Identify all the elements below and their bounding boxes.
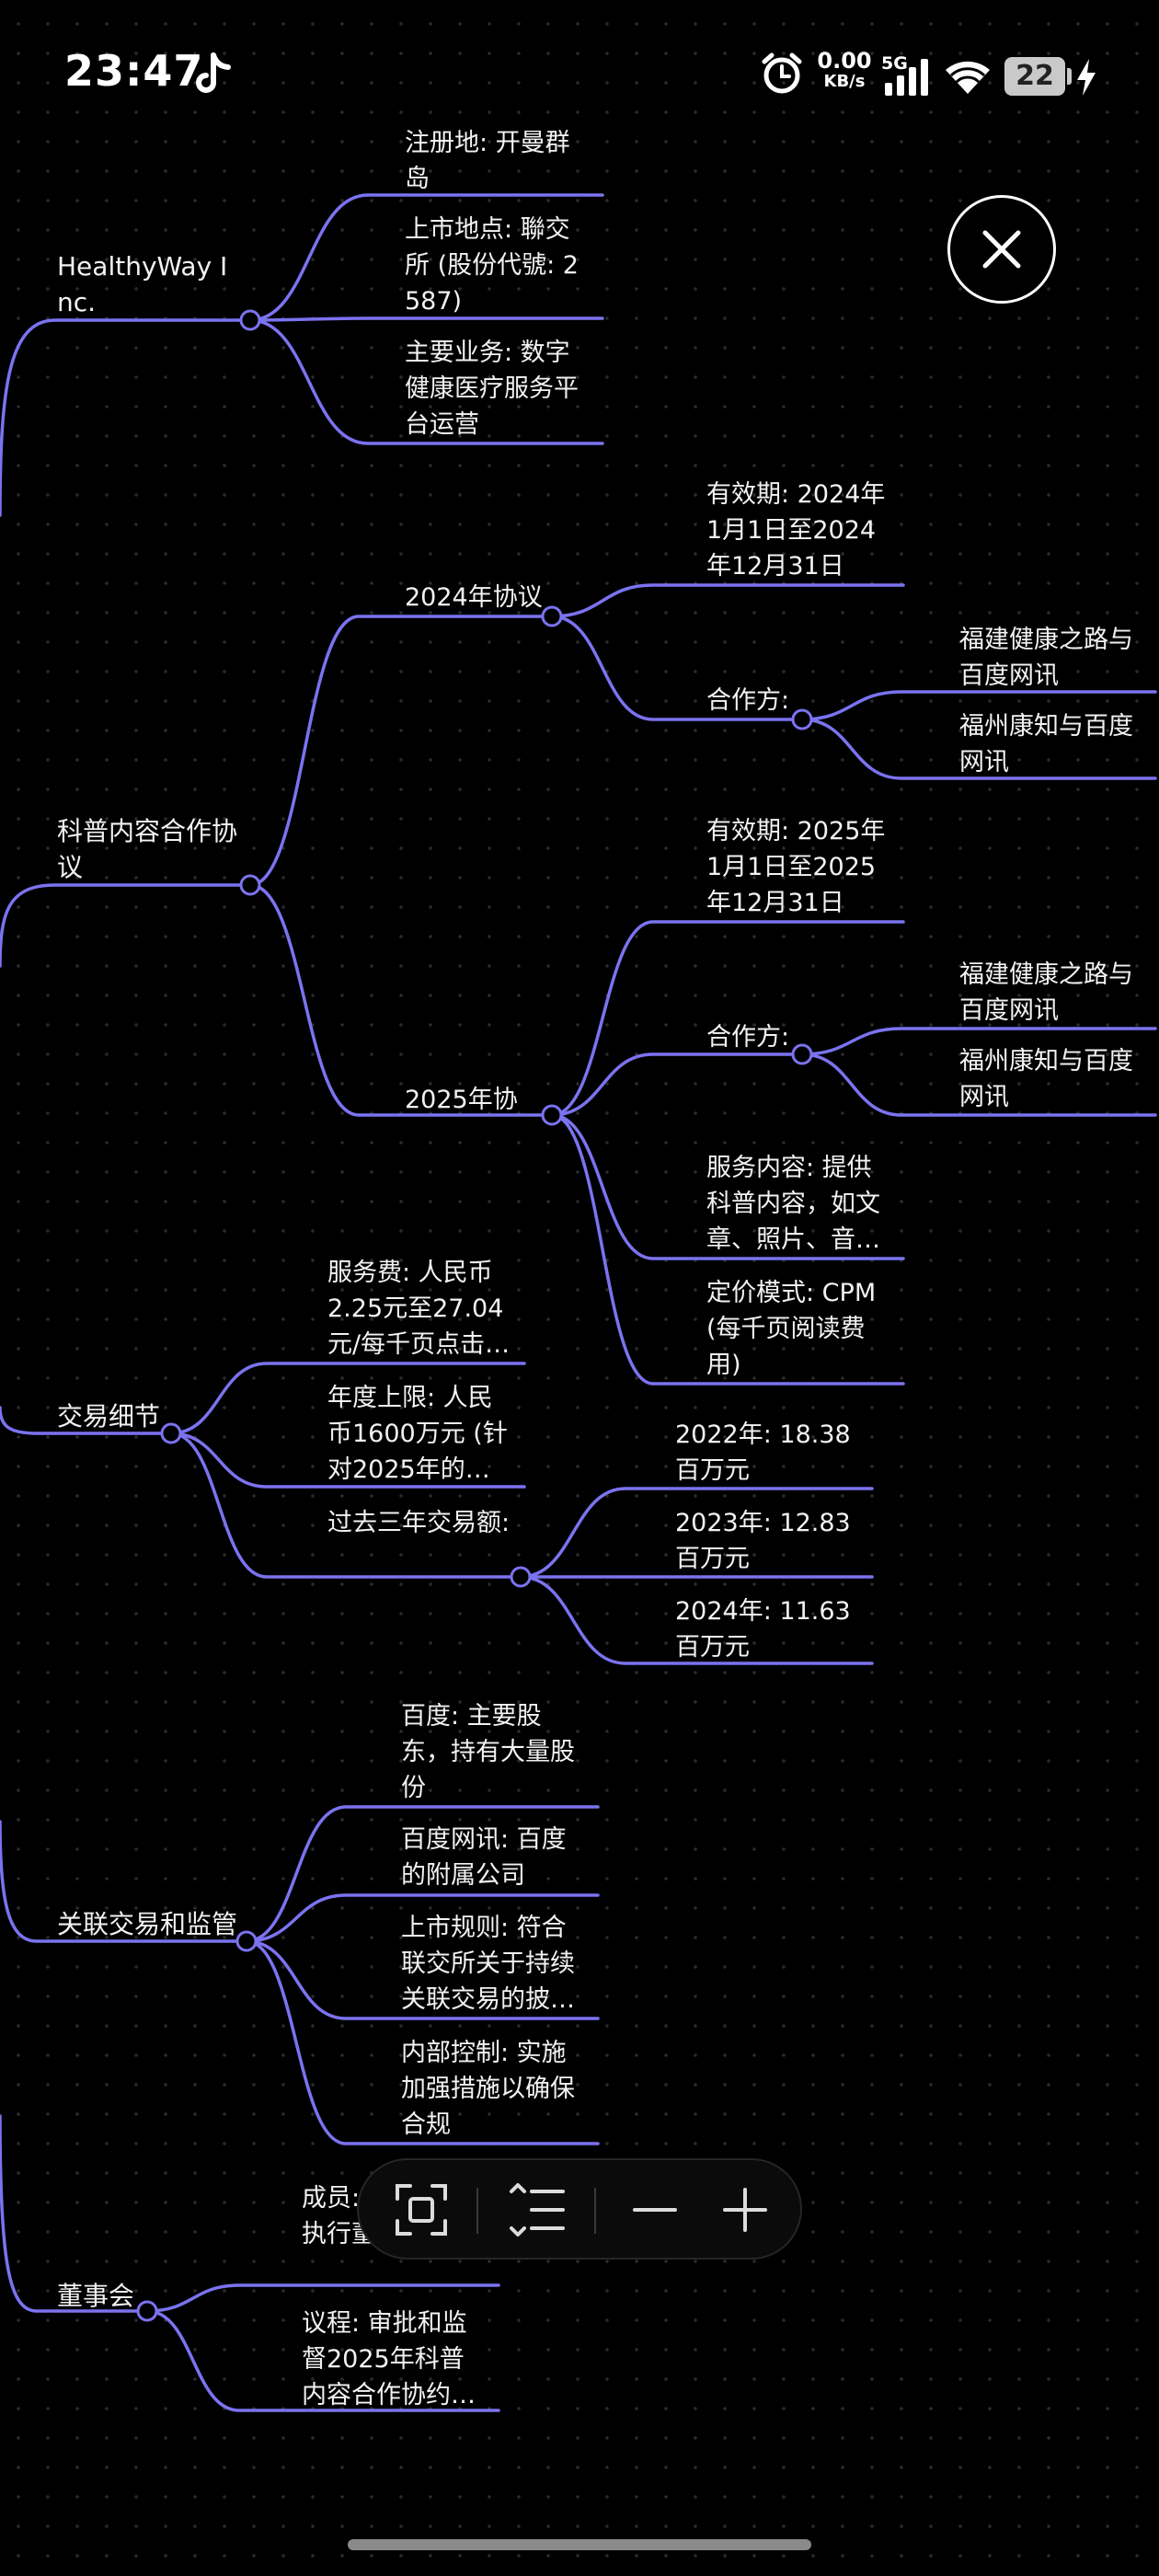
node-main-business[interactable]: 主要业务: 数字健康医疗服务平台运营 <box>405 339 579 439</box>
network-speed-unit: KB/s <box>823 72 866 91</box>
node-healthyway[interactable]: HealthyWay Inc. <box>57 251 228 317</box>
zoom-in-icon[interactable] <box>714 2179 776 2241</box>
mindmap-edge <box>550 1052 804 1117</box>
tiktok-icon <box>196 52 231 93</box>
node-service-fee[interactable]: 服务费: 人民币2.25元至27.04元/每千页点击… <box>327 1259 511 1359</box>
outline-list-icon[interactable] <box>506 2179 568 2241</box>
node-2025-service-content[interactable]: 服务内容: 提供科普内容，如文章、照片、音频… <box>706 1154 880 1254</box>
node-registration-place[interactable]: 注册地: 开曼群岛 <box>405 129 570 193</box>
node-2024-partners[interactable]: 合作方: <box>706 686 790 715</box>
mindmap-edge <box>145 2309 500 2412</box>
close-icon <box>982 230 1021 269</box>
branch-node-dot[interactable] <box>136 2300 158 2322</box>
branch-node-dot[interactable] <box>510 1566 532 1588</box>
toolbar-divider <box>476 2188 478 2234</box>
mindmap-edge <box>248 316 604 322</box>
node-internal-control[interactable]: 内部控制: 实施加强措施以确保合规 <box>401 2039 575 2139</box>
node-year-2022[interactable]: 2022年: 18.38百万元 <box>675 1420 851 1485</box>
home-indicator[interactable] <box>348 2539 811 2550</box>
node-agreement-2025[interactable]: 2025年协 <box>405 1086 518 1114</box>
close-button[interactable] <box>947 195 1056 304</box>
node-listing-place[interactable]: 上市地点: 聯交所 (股份代號: 2587) <box>405 215 579 316</box>
node-2025-partner-fuzhou[interactable]: 福州康知与百度网讯 <box>959 1047 1133 1111</box>
branch-node-dot[interactable] <box>791 1043 813 1065</box>
node-kepu-agreement[interactable]: 科普内容合作协议 <box>57 816 238 882</box>
mindmap-edge <box>248 318 604 445</box>
mindmap-edge <box>248 615 554 887</box>
mindmap-edge <box>550 583 905 618</box>
mindmap-edge <box>550 920 905 1117</box>
cellular-signal-icon <box>885 59 928 96</box>
mindmap-edge <box>248 883 554 1117</box>
mindmap-edge <box>245 1805 600 1943</box>
mindmap-edge <box>245 1893 600 1943</box>
mindmap-edge <box>0 1820 248 1943</box>
mindmap-edge <box>0 2114 149 2313</box>
branch-node-dot[interactable] <box>791 708 813 730</box>
node-2025-validity[interactable]: 有效期: 2025年1月1日至2025年12月31日 <box>706 817 886 917</box>
node-2025-partner-fujian[interactable]: 福建健康之路与百度网讯 <box>959 960 1133 1025</box>
mindmap-edge <box>0 1406 173 1435</box>
battery-tip <box>1067 68 1072 85</box>
node-baidu[interactable]: 百度: 主要股东，持有大量股份 <box>401 1702 575 1802</box>
mindmap-edge <box>145 2283 500 2313</box>
clock-time: 23:47 <box>64 46 204 96</box>
mindmap-edge <box>245 1939 600 2145</box>
mindmap-edge <box>519 1487 874 1579</box>
charging-bolt-icon <box>1077 59 1096 96</box>
mindmap-edge <box>800 718 1157 780</box>
mindmap-edge <box>0 883 252 968</box>
zoom-out-icon[interactable] <box>624 2179 686 2241</box>
node-annual-cap[interactable]: 年度上限: 人民币1600万元 (针对2025年的… <box>327 1384 508 1484</box>
alarm-clock-icon <box>762 52 802 94</box>
mindmap-edge <box>550 615 804 721</box>
mindmap-edge <box>248 193 604 322</box>
node-2025-pricing-model[interactable]: 定价模式: CPM (每千页阅读费用) <box>706 1279 877 1379</box>
network-type: 5G <box>881 53 908 74</box>
branch-node-dot[interactable] <box>541 1104 563 1126</box>
network-speed-value: 0.00 <box>817 48 872 74</box>
node-year-2024[interactable]: 2024年: 11.63百万元 <box>675 1597 851 1662</box>
floating-toolbar <box>357 2158 802 2260</box>
toolbar-divider <box>594 2188 596 2234</box>
mindmap-edge <box>800 1052 1157 1117</box>
fit-screen-icon[interactable] <box>390 2179 453 2241</box>
node-2024-partner-fuzhou[interactable]: 福州康知与百度网讯 <box>959 712 1133 776</box>
mindmap-edge <box>169 1432 522 1579</box>
branch-node-dot[interactable] <box>239 874 261 896</box>
mindmap-edge <box>169 1362 526 1435</box>
branch-node-dot[interactable] <box>235 1930 258 1952</box>
mindmap-edge <box>245 1939 600 2020</box>
node-2024-validity[interactable]: 有效期: 2024年1月1日至2024年12月31日 <box>706 480 886 581</box>
node-2024-partner-fujian[interactable]: 福建健康之路与百度网讯 <box>959 626 1133 690</box>
status-bar: 23:47 0.00 KB/s 5G 22 <box>0 0 1159 147</box>
branch-node-dot[interactable] <box>160 1422 182 1444</box>
node-2025-partners[interactable]: 合作方: <box>706 1023 790 1052</box>
node-board[interactable]: 董事会 <box>57 2281 135 2311</box>
node-related-transactions[interactable]: 关联交易和监管 <box>57 1909 238 1939</box>
mindmap-edge <box>800 1027 1157 1056</box>
node-baidu-netcom[interactable]: 百度网讯: 百度的附属公司 <box>401 1825 567 1890</box>
node-agreement-2024[interactable]: 2024年协议 <box>405 583 543 612</box>
mindmap-edge <box>550 1113 905 1386</box>
node-past-three-years[interactable]: 过去三年交易额: <box>327 1509 511 1537</box>
network-speed: 0.00 KB/s <box>817 50 872 90</box>
node-board-agenda[interactable]: 议程: 审批和监督2025年科普内容合作协约… <box>302 2309 476 2409</box>
battery-indicator: 22 <box>1004 57 1065 96</box>
mindmap-edge <box>169 1432 526 1489</box>
mindmap-edge <box>0 318 252 517</box>
branch-node-dot[interactable] <box>541 605 563 627</box>
mindmap-edge <box>800 690 1157 721</box>
node-year-2023[interactable]: 2023年: 12.83百万元 <box>675 1509 851 1573</box>
branch-node-dot[interactable] <box>239 309 261 331</box>
wifi-icon <box>946 61 990 94</box>
node-listing-rules[interactable]: 上市规则: 符合联交所关于持续关联交易的披露… <box>401 1914 575 2014</box>
mindmap-edge <box>519 1575 874 1665</box>
node-trade-details[interactable]: 交易细节 <box>57 1401 161 1432</box>
mindmap-edge <box>550 1113 905 1260</box>
